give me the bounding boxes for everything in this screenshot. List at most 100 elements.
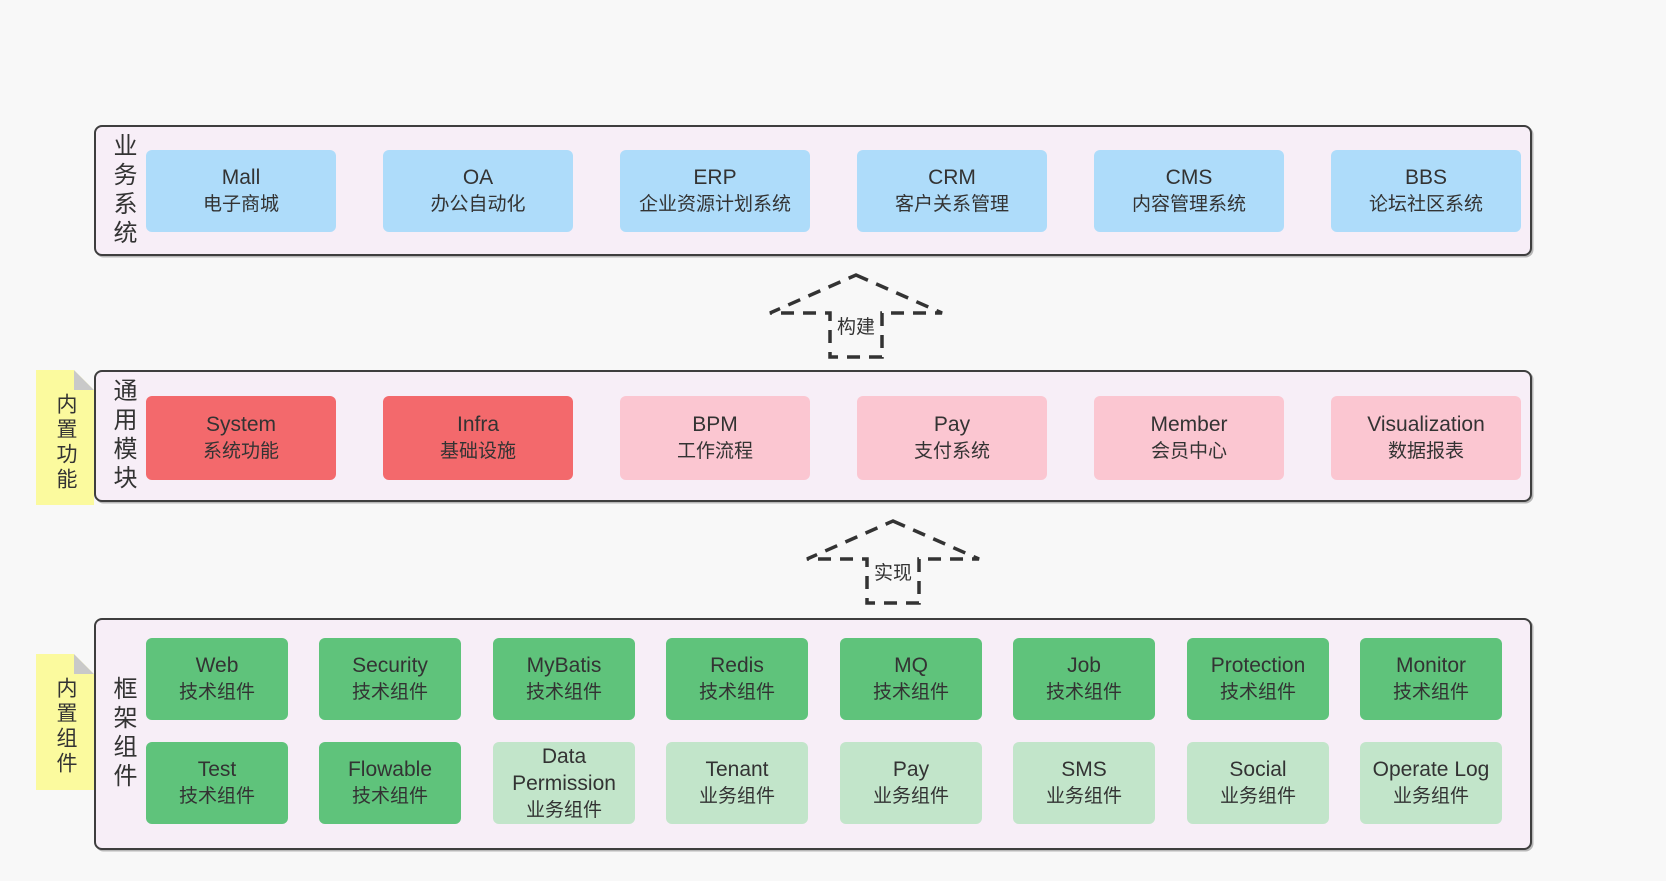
- box-subtitle: 技术组件: [1219, 682, 1296, 703]
- box-subtitle: 论坛社区系统: [1368, 194, 1483, 215]
- box-subtitle: 业务组件: [698, 786, 775, 807]
- box-title: MQ: [894, 654, 928, 677]
- framework-box-test: Test 技术组件: [146, 742, 288, 824]
- box-title: MyBatis: [526, 654, 602, 677]
- box-title: BPM: [692, 413, 738, 436]
- module-box-bpm: BPM 工作流程: [620, 396, 810, 480]
- module-box-pay: Pay 支付系统: [857, 396, 1047, 480]
- box-subtitle: 技术组件: [178, 682, 255, 703]
- box-title: Pay: [933, 413, 971, 436]
- box-title: Protection: [1210, 654, 1306, 677]
- framework-box-mybatis: MyBatis 技术组件: [493, 638, 635, 720]
- box-title: Mall: [221, 166, 261, 189]
- box-subtitle: 技术组件: [351, 786, 428, 807]
- framework-box-protection: Protection 技术组件: [1187, 638, 1329, 720]
- business-box-cms: CMS 内容管理系统: [1094, 150, 1284, 232]
- business-box-oa: OA 办公自动化: [383, 150, 573, 232]
- business-box-mall: Mall 电子商城: [146, 150, 336, 232]
- framework-box-monitor: Monitor 技术组件: [1360, 638, 1502, 720]
- box-title: Pay: [892, 758, 930, 781]
- box-subtitle: 技术组件: [872, 682, 949, 703]
- box-title: Infra: [456, 413, 500, 436]
- builtin-components-sticky-note: 内置组件: [36, 654, 94, 790]
- box-title: Test: [197, 758, 237, 781]
- box-title: Visualization: [1367, 413, 1485, 436]
- box-subtitle: 业务组件: [872, 786, 949, 807]
- box-title: Monitor: [1395, 654, 1467, 677]
- layer-label: 业务系统: [109, 132, 136, 249]
- common-modules-layer: 通用模块: [94, 370, 1532, 502]
- sticky-label: 内置功能: [54, 392, 77, 493]
- framework-box-redis: Redis 技术组件: [666, 638, 808, 720]
- box-title: CMS: [1165, 166, 1213, 189]
- up-arrow-icon: [769, 273, 943, 359]
- box-subtitle: 办公自动化: [430, 194, 526, 215]
- box-title: SMS: [1061, 758, 1107, 781]
- builtin-functions-sticky-note: 内置功能: [36, 370, 94, 505]
- box-title: ERP: [693, 166, 737, 189]
- box-subtitle: 企业资源计划系统: [638, 194, 791, 215]
- framework-box-security: Security 技术组件: [319, 638, 461, 720]
- box-title: Job: [1067, 654, 1101, 677]
- box-subtitle: 技术组件: [1045, 682, 1122, 703]
- box-subtitle: 会员中心: [1150, 441, 1227, 462]
- arrow-label: 实现: [870, 558, 916, 585]
- business-box-crm: CRM 客户关系管理: [857, 150, 1047, 232]
- box-subtitle: 系统功能: [202, 441, 279, 462]
- box-subtitle: 技术组件: [351, 682, 428, 703]
- box-title: OA: [462, 166, 494, 189]
- folded-corner: [74, 370, 94, 390]
- framework-box-job: Job 技术组件: [1013, 638, 1155, 720]
- business-box-bbs: BBS 论坛社区系统: [1331, 150, 1521, 232]
- layer-label: 通用模块: [109, 378, 136, 494]
- box-subtitle: 支付系统: [913, 441, 990, 462]
- framework-box-flowable: Flowable 技术组件: [319, 742, 461, 824]
- module-box-system: System 系统功能: [146, 396, 336, 480]
- framework-box-pay: Pay 业务组件: [840, 742, 982, 824]
- framework-box-mq: MQ 技术组件: [840, 638, 982, 720]
- box-subtitle: 业务组件: [1045, 786, 1122, 807]
- box-title: CRM: [928, 166, 976, 189]
- box-title: Security: [352, 654, 428, 677]
- module-box-infra: Infra 基础设施: [383, 396, 573, 480]
- box-title: Redis: [710, 654, 764, 677]
- framework-box-data-permission: Data Permission 业务组件: [493, 742, 635, 824]
- box-subtitle: 技术组件: [698, 682, 775, 703]
- box-title: Tenant: [705, 758, 769, 781]
- box-subtitle: 客户关系管理: [894, 194, 1009, 215]
- box-subtitle: 技术组件: [178, 786, 255, 807]
- box-title: BBS: [1404, 166, 1448, 189]
- box-subtitle: 业务组件: [1219, 786, 1296, 807]
- box-subtitle: 技术组件: [525, 682, 602, 703]
- box-subtitle: 业务组件: [1392, 786, 1469, 807]
- box-subtitle: 电子商城: [202, 194, 279, 215]
- box-subtitle: 内容管理系统: [1131, 194, 1246, 215]
- framework-box-tenant: Tenant 业务组件: [666, 742, 808, 824]
- implement-arrow: 实现: [803, 518, 983, 606]
- folded-corner: [74, 654, 94, 674]
- box-subtitle: 业务组件: [525, 799, 602, 821]
- box-title: Web: [195, 654, 239, 677]
- framework-box-operate-log: Operate Log 业务组件: [1360, 742, 1502, 824]
- box-subtitle: 基础设施: [439, 441, 516, 462]
- framework-box-web: Web 技术组件: [146, 638, 288, 720]
- module-box-member: Member 会员中心: [1094, 396, 1284, 480]
- box-title: Social: [1229, 758, 1287, 781]
- build-arrow: 构建: [766, 272, 946, 360]
- box-title: Member: [1150, 413, 1228, 436]
- module-box-visualization: Visualization 数据报表: [1331, 396, 1521, 480]
- box-subtitle: 工作流程: [676, 441, 753, 462]
- arrow-label: 构建: [833, 312, 879, 339]
- up-arrow-icon: [806, 519, 980, 605]
- framework-box-sms: SMS 业务组件: [1013, 742, 1155, 824]
- box-subtitle: 数据报表: [1387, 441, 1464, 462]
- box-subtitle: 技术组件: [1392, 682, 1469, 703]
- framework-box-social: Social 业务组件: [1187, 742, 1329, 824]
- box-title: Operate Log: [1372, 758, 1490, 781]
- box-title: Flowable: [347, 758, 433, 781]
- box-title: System: [205, 413, 276, 436]
- box-title: Data Permission: [512, 744, 616, 795]
- layer-label: 框架组件: [109, 676, 136, 792]
- sticky-label: 内置组件: [54, 677, 77, 777]
